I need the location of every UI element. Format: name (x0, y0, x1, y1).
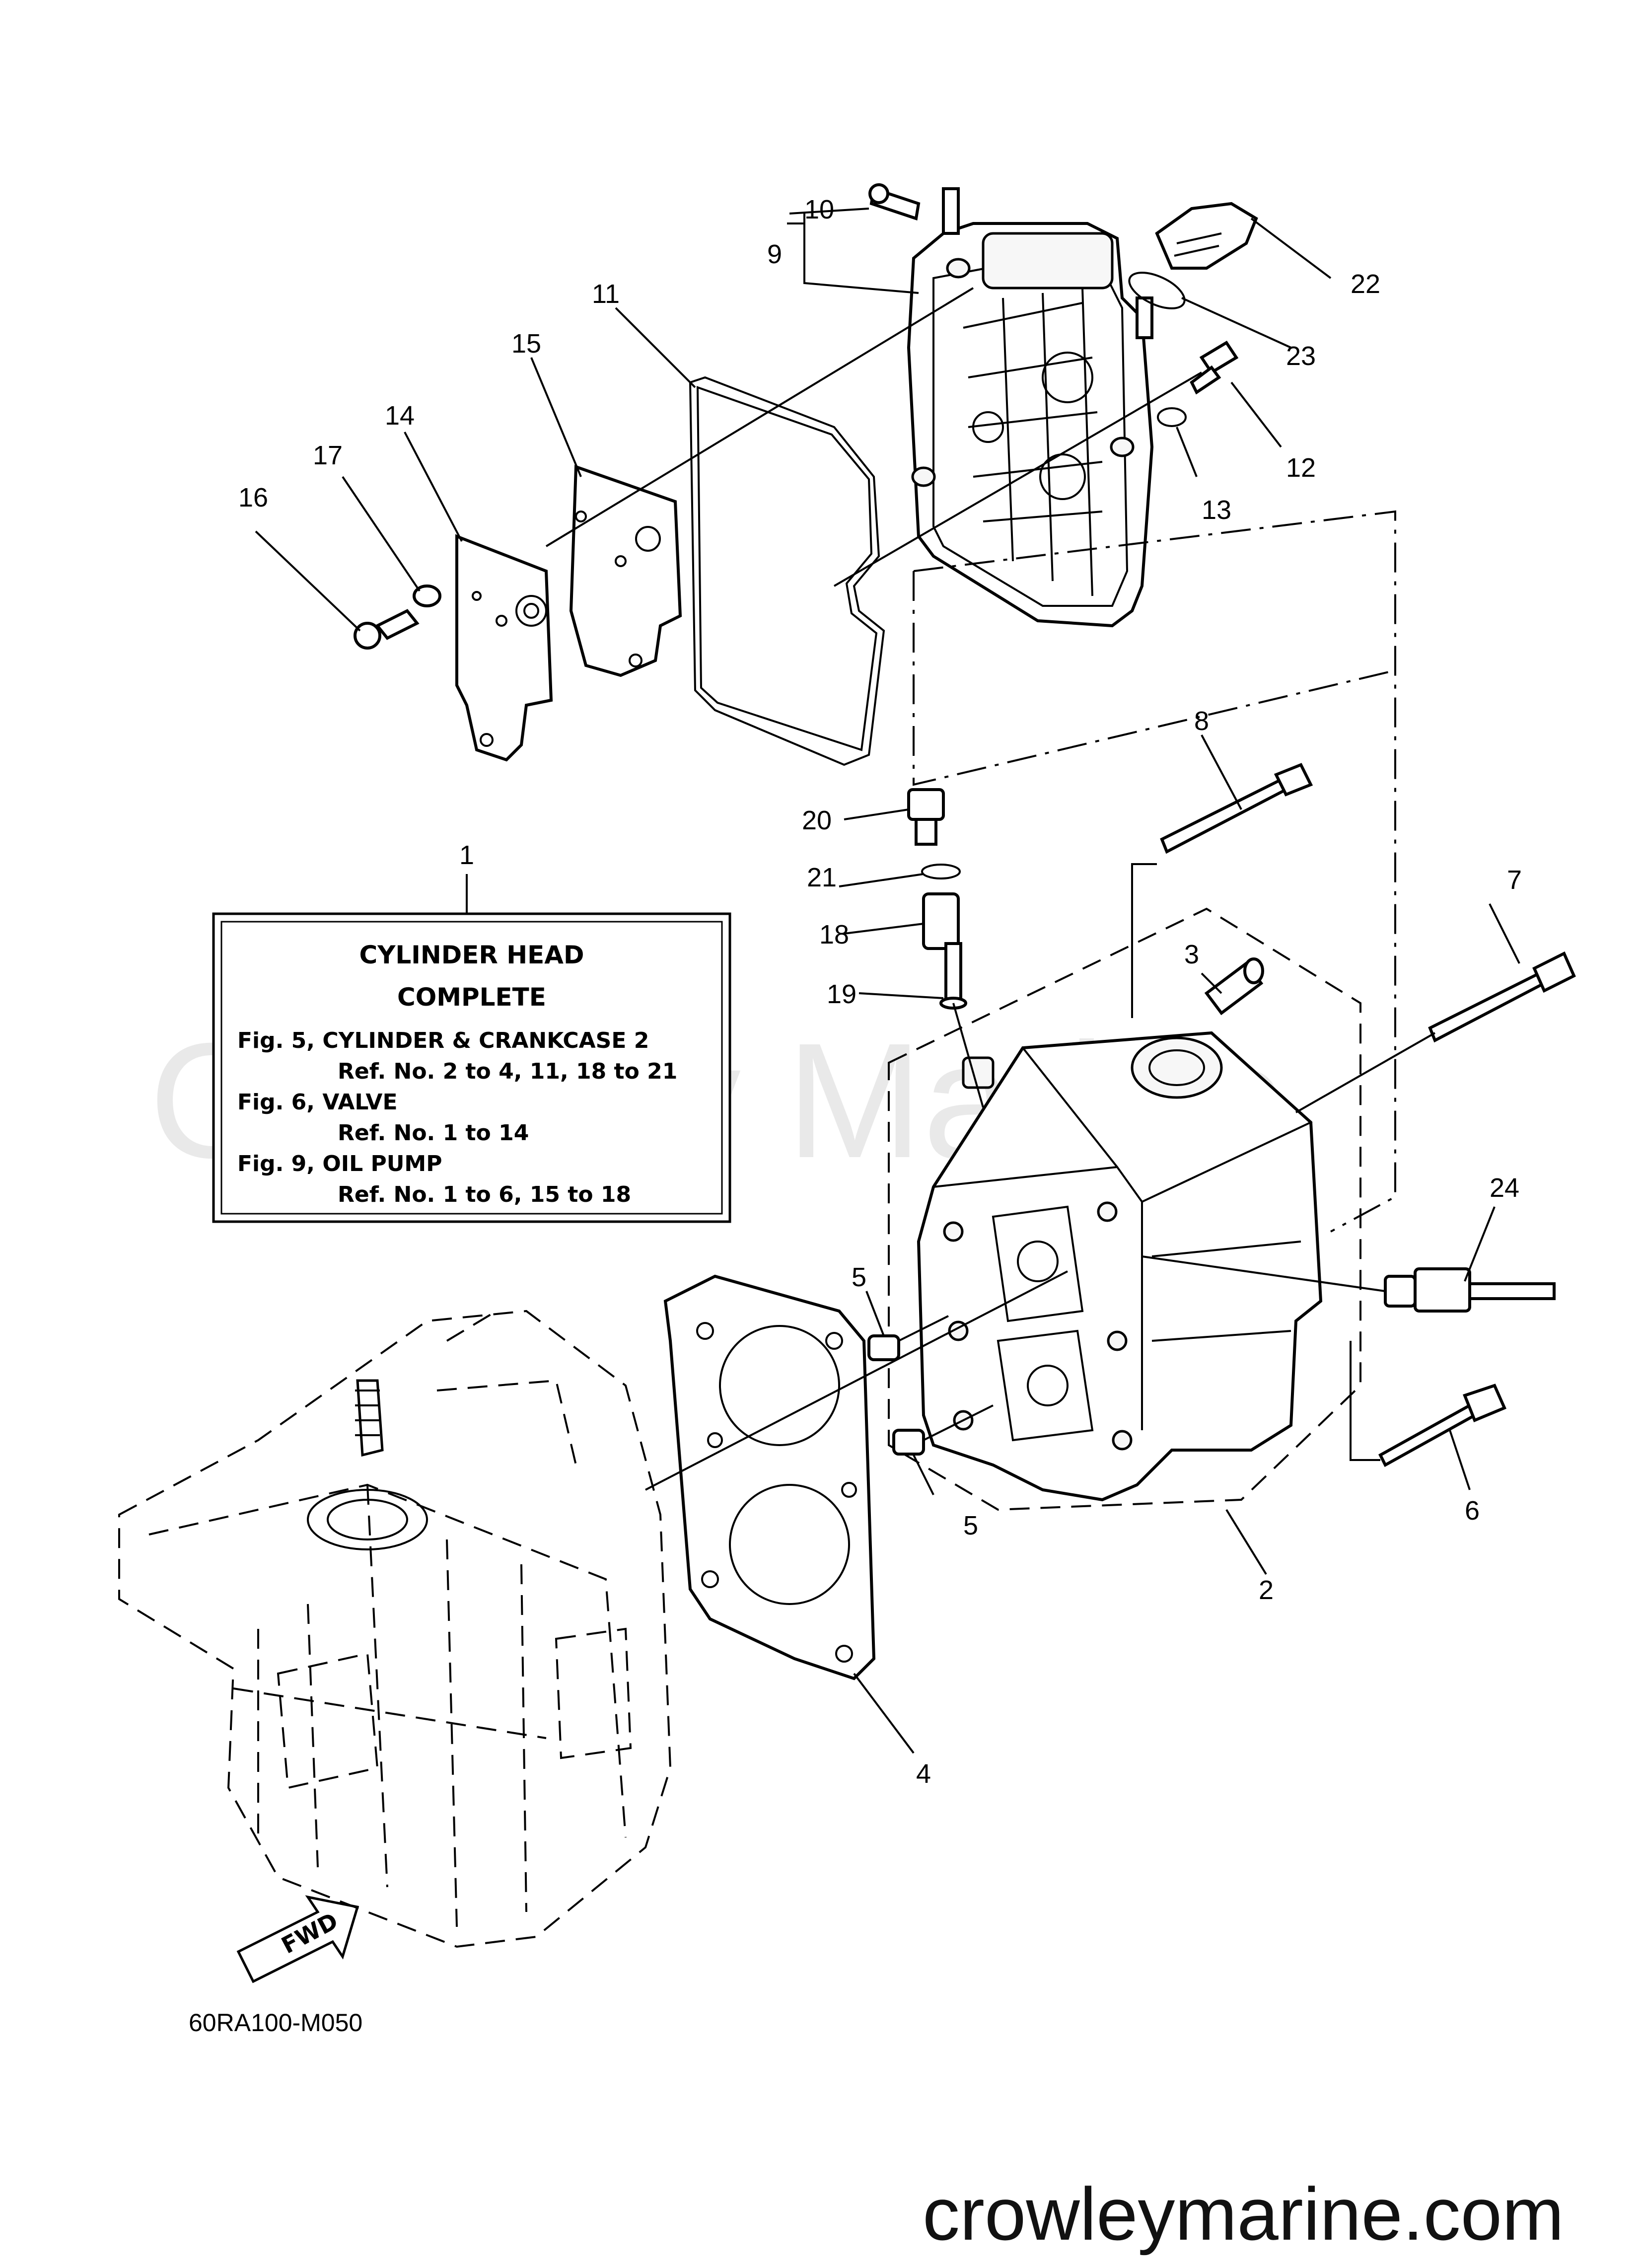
valve-19 (939, 942, 967, 1010)
head-assembly-outline (888, 907, 1361, 1511)
callout-13: 13 (1202, 495, 1231, 525)
info-line-5: Fig. 9, OIL PUMP (237, 1151, 442, 1176)
callout-24: 24 (1490, 1173, 1519, 1203)
washer-13 (1157, 407, 1187, 427)
callout-labels: 1 2 3 4 5 5 6 7 8 9 10 11 12 13 14 15 16… (238, 195, 1522, 1789)
callout-22: 22 (1351, 269, 1380, 299)
callout-1: 1 (459, 840, 474, 870)
sleeve-3 (1204, 957, 1264, 1016)
spark-plug-24 (1384, 1267, 1556, 1313)
callout-5-upper: 5 (852, 1262, 866, 1292)
gasket-11 (689, 376, 885, 766)
bolt-8 (1160, 763, 1313, 854)
info-box: CYLINDER HEAD COMPLETE Fig. 5, CYLINDER … (212, 912, 731, 1223)
callout-5-lower: 5 (963, 1511, 978, 1540)
cylinder-head-cover (907, 222, 1154, 628)
plate-15 (569, 464, 682, 677)
bolt-12 (1190, 340, 1239, 395)
alignment-lines (545, 287, 1435, 1491)
callout-7: 7 (1507, 865, 1522, 895)
info-line-3: Fig. 6, VALVE (237, 1090, 398, 1115)
callout-6: 6 (1465, 1496, 1480, 1526)
callout-4: 4 (916, 1759, 931, 1789)
callout-2: 2 (1259, 1575, 1274, 1605)
info-title-line1: CYLINDER HEAD (359, 941, 584, 969)
sleeve-18 (922, 892, 960, 950)
crankcase-reference (118, 1310, 672, 1948)
callout-16: 16 (238, 483, 268, 512)
oil-filler-cap-22 (1155, 202, 1258, 270)
fwd-arrow-icon: FWD (236, 1895, 359, 1983)
brand-footer: crowleymarine.com (923, 2172, 1564, 2256)
dowel-pin-5-upper (867, 1334, 900, 1361)
callout-8: 8 (1194, 706, 1209, 736)
info-line-2: Ref. No. 2 to 4, 11, 18 to 21 (338, 1059, 677, 1084)
callout-11: 11 (592, 279, 620, 309)
cover-stud (942, 187, 960, 235)
bolt-7 (1428, 951, 1576, 1043)
callout-23: 23 (1286, 341, 1316, 371)
bolt-6 (1378, 1384, 1506, 1467)
callout-12: 12 (1286, 453, 1316, 483)
plug-20 (907, 788, 945, 846)
cover-stud-2 (1136, 296, 1153, 339)
callout-14: 14 (385, 401, 415, 431)
leader-lines (255, 208, 1520, 1754)
callout-9: 9 (767, 239, 782, 269)
info-line-4: Ref. No. 1 to 14 (338, 1120, 529, 1146)
dowel-pin-5-lower (892, 1429, 925, 1456)
callout-21: 21 (807, 863, 837, 892)
callout-17: 17 (313, 440, 343, 470)
screw-16 (354, 609, 420, 650)
head-gasket-4 (663, 1274, 876, 1681)
callout-15: 15 (511, 329, 541, 359)
callout-19: 19 (827, 979, 857, 1009)
o-ring-21 (921, 864, 961, 879)
o-ring-23 (1128, 272, 1186, 309)
info-line-1: Fig. 5, CYLINDER & CRANKCASE 2 (237, 1028, 649, 1053)
callout-3: 3 (1184, 940, 1199, 969)
bolt-10 (868, 183, 921, 220)
callout-10: 10 (804, 195, 834, 224)
plate-14 (455, 534, 553, 762)
callout-18: 18 (819, 920, 849, 950)
callout-20: 20 (802, 805, 832, 835)
cylinder-head (917, 1031, 1323, 1502)
info-line-6: Ref. No. 1 to 6, 15 to 18 (338, 1182, 631, 1207)
diagram-code: 60RA100-M050 (189, 2009, 362, 2037)
info-title-line2: COMPLETE (397, 983, 546, 1012)
washer-17 (413, 585, 441, 607)
